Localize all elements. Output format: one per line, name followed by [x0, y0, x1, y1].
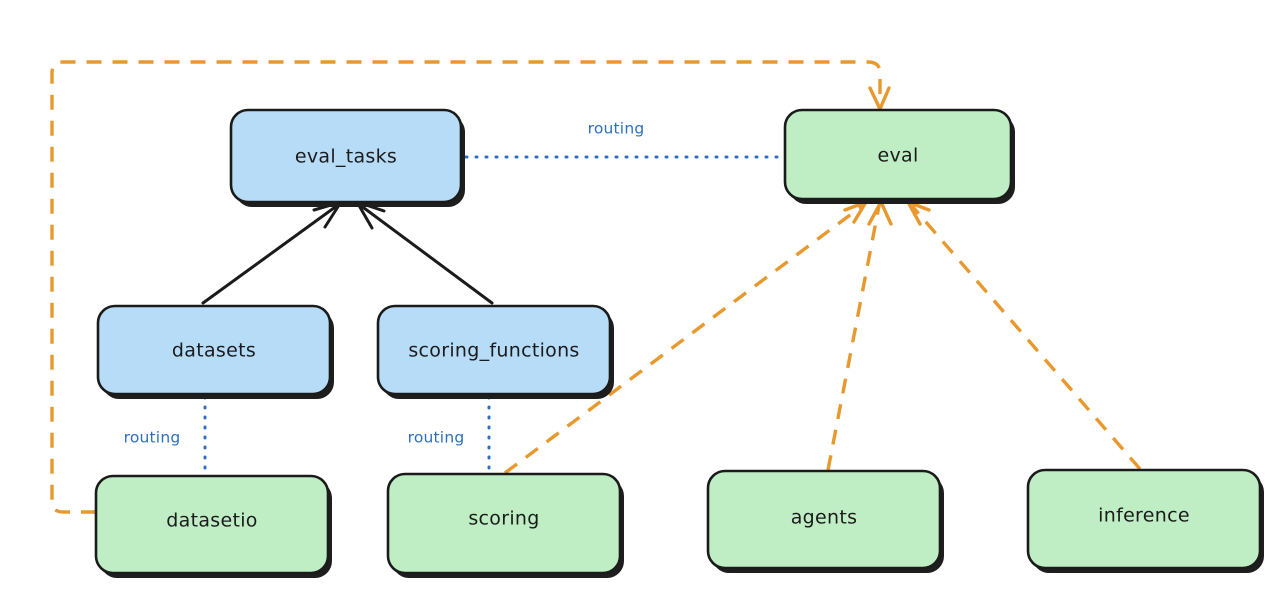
edge-agents-eval: [826, 200, 893, 471]
edge-label-routing-datasetio: routing: [124, 429, 181, 447]
edge-label-routing-eval: routing: [588, 120, 645, 138]
node-scoring-functions[interactable]: scoring_functions: [376, 304, 614, 399]
edge-scoring-eval-arrowhead: [843, 200, 868, 224]
node-agents-box[interactable]: [706, 469, 942, 570]
node-scoring-box[interactable]: [386, 472, 622, 575]
edge-inference-eval-path: [910, 204, 1142, 471]
edge-label-routing-scoring: routing: [408, 429, 465, 447]
node-eval[interactable]: eval: [783, 108, 1015, 204]
edge-agents-eval-path: [826, 205, 881, 471]
node-datasetio[interactable]: datasetio: [94, 474, 332, 578]
node-agents[interactable]: agents: [706, 469, 944, 573]
node-eval-label: eval: [877, 145, 918, 167]
routing-edges: [203, 155, 785, 476]
node-eval-box[interactable]: [783, 108, 1013, 201]
node-datasets-label: datasets: [172, 340, 256, 362]
node-inference-label: inference: [1098, 505, 1190, 527]
node-scoring-functions-label: scoring_functions: [408, 340, 579, 362]
node-eval-tasks-label: eval_tasks: [295, 146, 397, 168]
edge-labels: routing routing routing: [124, 120, 645, 447]
edge-scoring_functions-eval_tasks: [355, 200, 494, 305]
node-eval-tasks[interactable]: eval_tasks: [229, 108, 465, 207]
node-datasetio-label: datasetio: [166, 510, 257, 532]
node-scoring[interactable]: scoring: [386, 472, 624, 578]
composition-edges: [201, 200, 494, 305]
edge-agents-eval-arrowhead: [867, 200, 893, 226]
node-inference-box[interactable]: [1026, 468, 1262, 570]
edge-datasetio-eval-path: [50, 60, 882, 514]
node-scoring-label: scoring: [468, 508, 539, 530]
edge-inference-eval: [906, 200, 1142, 471]
node-datasets[interactable]: datasets: [96, 304, 334, 399]
node-agents-label: agents: [791, 507, 858, 529]
node-eval-tasks-box[interactable]: [229, 108, 463, 204]
edge-datasets-eval_tasks-path: [201, 203, 340, 305]
edge-scoring_functions-eval_tasks-path: [358, 203, 494, 305]
node-datasetio-box[interactable]: [94, 474, 330, 575]
node-inference[interactable]: inference: [1026, 468, 1264, 573]
edge-datasets-eval_tasks: [201, 200, 343, 305]
node-datasets-box[interactable]: [96, 304, 332, 396]
node-scoring-functions-box[interactable]: [376, 304, 612, 396]
edge-scoring-eval-path: [503, 204, 864, 475]
